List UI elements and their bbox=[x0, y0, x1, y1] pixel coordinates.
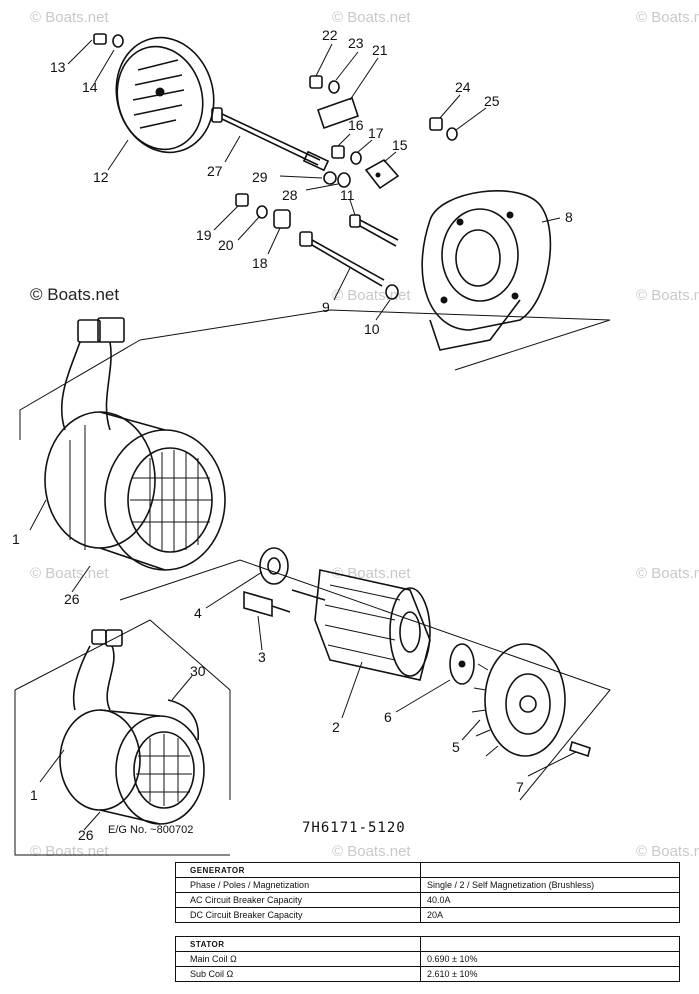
table-row: Phase / Poles / Magnetization Single / 2… bbox=[175, 877, 680, 893]
rotor-part-2 bbox=[291, 569, 431, 681]
housing-part-8 bbox=[421, 190, 552, 351]
callout-4: 4 bbox=[194, 605, 202, 621]
spec-label: Sub Coil Ω bbox=[175, 966, 421, 982]
spec-label: Main Coil Ω bbox=[175, 951, 421, 967]
callout-14: 14 bbox=[82, 79, 98, 95]
callout-21: 21 bbox=[372, 42, 388, 58]
brush-part-3 bbox=[243, 590, 291, 618]
callout-22: 22 bbox=[322, 27, 338, 43]
callout-7: 7 bbox=[516, 779, 524, 795]
spec-value: 40.0A bbox=[420, 892, 680, 908]
assembly-frame bbox=[139, 309, 611, 371]
spec-label: AC Circuit Breaker Capacity bbox=[175, 892, 421, 908]
generator-spec-table: GENERATOR Phase / Poles / Magnetization … bbox=[175, 862, 680, 923]
table-row: Main Coil Ω 0.690 ± 10% bbox=[175, 951, 680, 967]
spec-value: Single / 2 / Self Magnetization (Brushle… bbox=[420, 877, 680, 893]
table-header-blank bbox=[420, 936, 680, 952]
bolt-part-11 bbox=[349, 214, 399, 247]
plate-part-6 bbox=[449, 643, 475, 685]
leader-lines bbox=[29, 39, 577, 831]
callout-11: 11 bbox=[340, 187, 355, 203]
table-row: AC Circuit Breaker Capacity 40.0A bbox=[175, 892, 680, 908]
callout-18: 18 bbox=[252, 255, 268, 271]
callout-16: 16 bbox=[348, 117, 364, 133]
watermark-faint: © Boats.net bbox=[636, 565, 699, 582]
callout-28: 28 bbox=[282, 187, 298, 203]
callout-17: 17 bbox=[368, 125, 384, 141]
table-header-blank bbox=[420, 862, 680, 878]
watermark-faint: © Boats.net bbox=[332, 565, 411, 582]
callout-20: 20 bbox=[218, 237, 234, 253]
callout-1: 1 bbox=[12, 531, 20, 547]
engine-number-note: E/G No. ~800702 bbox=[108, 824, 193, 836]
watermark-faint: © Boats.net bbox=[30, 565, 109, 582]
callout-6: 6 bbox=[384, 709, 392, 725]
callout-25: 25 bbox=[484, 93, 500, 109]
callout-5: 5 bbox=[452, 739, 460, 755]
stator-part-1 bbox=[44, 317, 226, 571]
generator-table-title: GENERATOR bbox=[175, 862, 421, 878]
inset-frame-bottom bbox=[14, 690, 230, 856]
inset-frame bbox=[14, 619, 231, 800]
callout-15: 15 bbox=[392, 137, 408, 153]
table-header-row: GENERATOR bbox=[175, 862, 680, 878]
callout-10: 10 bbox=[364, 321, 380, 337]
watermark-faint: © Boats.net bbox=[636, 9, 699, 26]
callout-26: 26 bbox=[64, 591, 80, 607]
spec-value: 20A bbox=[420, 907, 680, 923]
spec-value: 0.690 ± 10% bbox=[420, 951, 680, 967]
fan-part-5 bbox=[471, 643, 566, 757]
callout-30: 30 bbox=[190, 663, 206, 679]
spec-label: DC Circuit Breaker Capacity bbox=[175, 907, 421, 923]
bearing-part-4 bbox=[259, 547, 289, 585]
bolt-part-13 bbox=[93, 33, 124, 48]
callout-26-inset: 26 bbox=[78, 827, 94, 843]
end-cover-part-12 bbox=[115, 36, 215, 154]
regulator-parts-15-17 bbox=[331, 145, 400, 190]
callout-19: 19 bbox=[196, 227, 212, 243]
rotor-assembly-frame bbox=[119, 559, 611, 801]
stator-spec-table: STATOR Main Coil Ω 0.690 ± 10% Sub Coil … bbox=[175, 936, 680, 982]
watermark-main: © Boats.net bbox=[30, 285, 119, 304]
spec-value: 2.610 ± 10% bbox=[420, 966, 680, 982]
callout-23: 23 bbox=[348, 35, 364, 51]
callout-24: 24 bbox=[455, 79, 471, 95]
bolt-washer-parts-24-25 bbox=[429, 117, 458, 141]
watermark-faint: © Boats.net bbox=[636, 843, 699, 860]
bolt-part-9 bbox=[299, 231, 399, 300]
watermark-faint: © Boats.net bbox=[332, 843, 411, 860]
stator-table-title: STATOR bbox=[175, 936, 421, 952]
callout-27: 27 bbox=[207, 163, 223, 179]
watermark-faint: © Boats.net bbox=[30, 843, 109, 860]
table-row: DC Circuit Breaker Capacity 20A bbox=[175, 907, 680, 923]
watermark-faint: © Boats.net bbox=[332, 287, 411, 304]
callout-12: 12 bbox=[93, 169, 109, 185]
bolt-collar-parts-18-20 bbox=[235, 193, 291, 229]
diagram-reference-number: 7H6171-5120 bbox=[302, 820, 406, 836]
callout-29: 29 bbox=[252, 169, 268, 185]
stator-frame-left bbox=[19, 339, 141, 440]
stator-inset-part-1 bbox=[59, 629, 205, 825]
spec-label: Phase / Poles / Magnetization bbox=[175, 877, 421, 893]
callout-13: 13 bbox=[50, 59, 66, 75]
through-bolt-part-27 bbox=[211, 107, 330, 172]
bolt-part-7 bbox=[569, 740, 591, 758]
watermark-faint: © Boats.net bbox=[636, 287, 699, 304]
callout-1-inset: 1 bbox=[30, 787, 38, 803]
nut-washer-parts-28-29 bbox=[323, 171, 351, 188]
watermark-faint: © Boats.net bbox=[332, 9, 411, 26]
table-row: Sub Coil Ω 2.610 ± 10% bbox=[175, 966, 680, 982]
callout-2: 2 bbox=[332, 719, 340, 735]
callout-3: 3 bbox=[258, 649, 266, 665]
watermark-faint: © Boats.net bbox=[30, 9, 109, 26]
callout-8: 8 bbox=[565, 209, 573, 225]
callout-9: 9 bbox=[322, 299, 330, 315]
table-header-row: STATOR bbox=[175, 936, 680, 952]
